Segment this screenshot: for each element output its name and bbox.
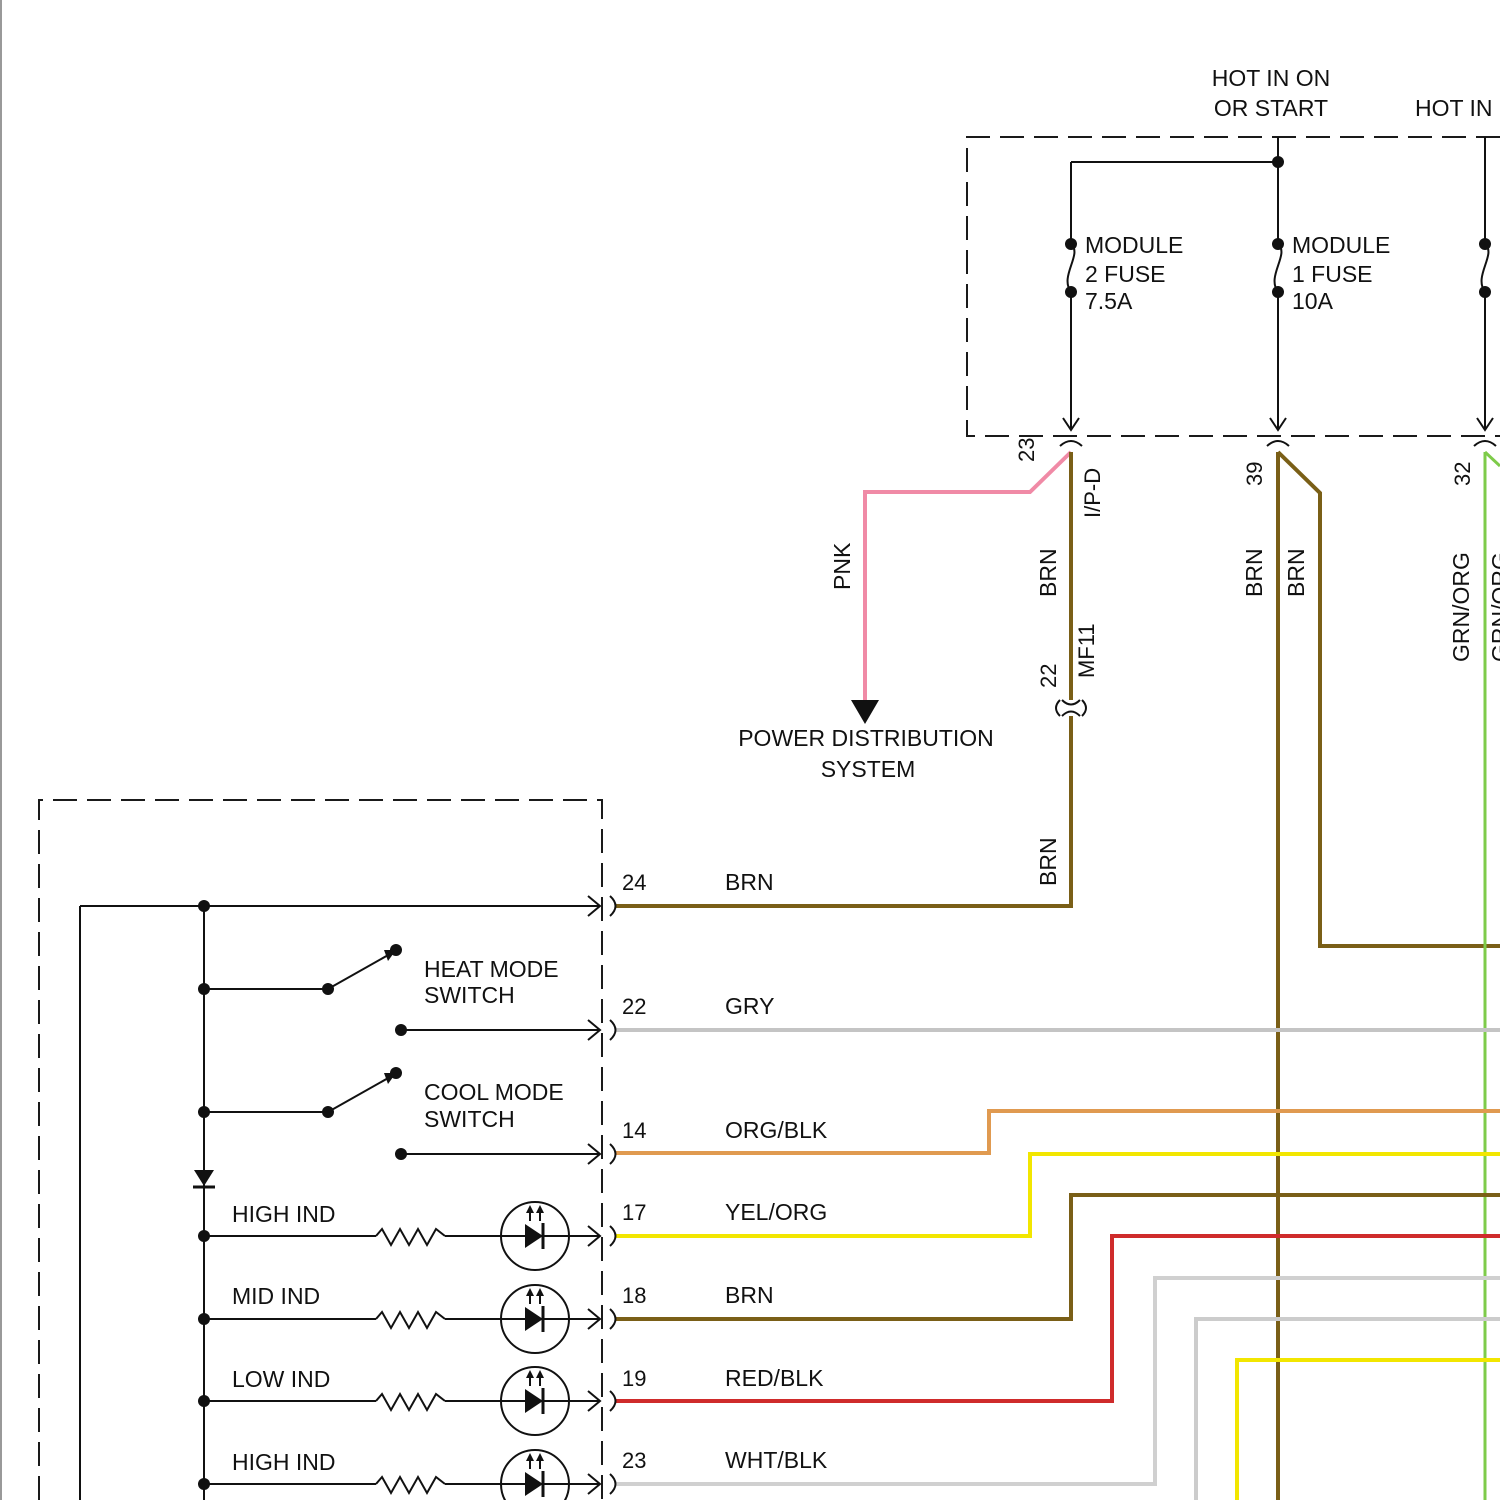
ground-arrow-icon [851,700,879,724]
module1-fuse-line3: 10A [1292,288,1334,314]
circuit-wire-wht-blk: WHT/BLK [725,1447,828,1473]
circuit-pin-24: 24 [622,870,646,895]
heat-mode-label-line2: SWITCH [424,982,515,1008]
cool-mode-label-line2: SWITCH [424,1106,515,1132]
wire-grn-org-branch [1485,452,1500,466]
bus-splice [1272,156,1284,168]
module2-fuse: MODULE 2 FUSE 7.5A [1065,232,1183,428]
module2-fuse-line2: 2 FUSE [1085,261,1166,287]
hot-run-start-line2: OR START [1214,95,1328,121]
mf11-pin: 22 [1036,664,1061,688]
control-module: HEAT MODE SWITCH COOL MODE SWITCH [39,800,616,1500]
led-icon [501,1367,569,1435]
circuit-pin-17: 17 [622,1200,646,1225]
circuit-pin-18: 18 [622,1283,646,1308]
mf11-connector [1056,700,1086,716]
label-brn-pin39: BRN [1241,548,1267,597]
circuit-wire-brn-18: BRN [725,1282,774,1308]
hot-run-start-line1: HOT IN ON [1212,65,1330,91]
third-fuse [1479,137,1491,428]
module1-fuse-line1: MODULE [1292,232,1390,258]
power-distribution-line2: SYSTEM [821,756,916,782]
fuse-icon [1068,244,1075,292]
diode-icon [193,1170,215,1187]
mf11-name: MF11 [1074,623,1099,678]
circuit-wire-gry: GRY [725,993,774,1019]
led-icon [501,1285,569,1353]
cool-mode-label-line1: COOL MODE [424,1079,564,1105]
hot-in-label: HOT IN [1415,95,1493,121]
label-grn-org-partial: GRN/ORG [1487,552,1500,662]
module2-fuse-line3: 7.5A [1085,288,1133,314]
indicator-label-high-2: HIGH IND [232,1449,336,1475]
circuit-pin-22: 22 [622,994,646,1019]
wire-gry-right [1196,1319,1500,1500]
circuit-wire-red-blk: RED/BLK [725,1365,824,1391]
led-icon [501,1450,569,1500]
indicator-label-high: HIGH IND [232,1201,336,1227]
circuit-pin-23: 23 [622,1448,646,1473]
wires [615,452,1500,1500]
fuse-block-frame [967,137,1500,436]
circuit-wire-yel-org: YEL/ORG [725,1199,827,1225]
indicator-label-mid: MID IND [232,1283,320,1309]
heat-mode-label-line1: HEAT MODE [424,956,559,982]
ipd-connector-name: I/P-D [1080,468,1105,518]
ipd-pin-32: 32 [1450,462,1475,486]
ipd-pin-23: 23 [1014,438,1039,462]
indicator-label-low: LOW IND [232,1366,330,1392]
circuit-wire-brn: BRN [725,869,774,895]
fuse-icon [1482,244,1489,292]
fuse-block: HOT IN ON OR START HOT IN MODULE 2 FUSE … [967,65,1500,446]
module-circuit-labels: 24 BRN 22 GRY 14 ORG/BLK 17 YEL/ORG 18 B… [622,869,828,1473]
label-pnk: PNK [829,542,855,590]
power-distribution-line1: POWER DISTRIBUTION [738,725,994,751]
label-grn-org: GRN/ORG [1448,552,1474,662]
circuit-pin-14: 14 [622,1118,646,1143]
led-icon [501,1202,569,1270]
label-brn-branch: BRN [1283,548,1309,597]
label-brn-upper: BRN [1035,548,1061,597]
label-brn-lower: BRN [1035,837,1061,886]
circuit-wire-org-blk: ORG/BLK [725,1117,828,1143]
circuit-pin-19: 19 [622,1366,646,1391]
wire-brn-branch [1278,452,1500,946]
module2-fuse-line1: MODULE [1085,232,1183,258]
module1-fuse-line2: 1 FUSE [1292,261,1373,287]
fuse-icon [1275,244,1282,292]
module1-fuse: MODULE 1 FUSE 10A [1272,232,1390,428]
ipd-pin-39: 39 [1242,462,1267,486]
